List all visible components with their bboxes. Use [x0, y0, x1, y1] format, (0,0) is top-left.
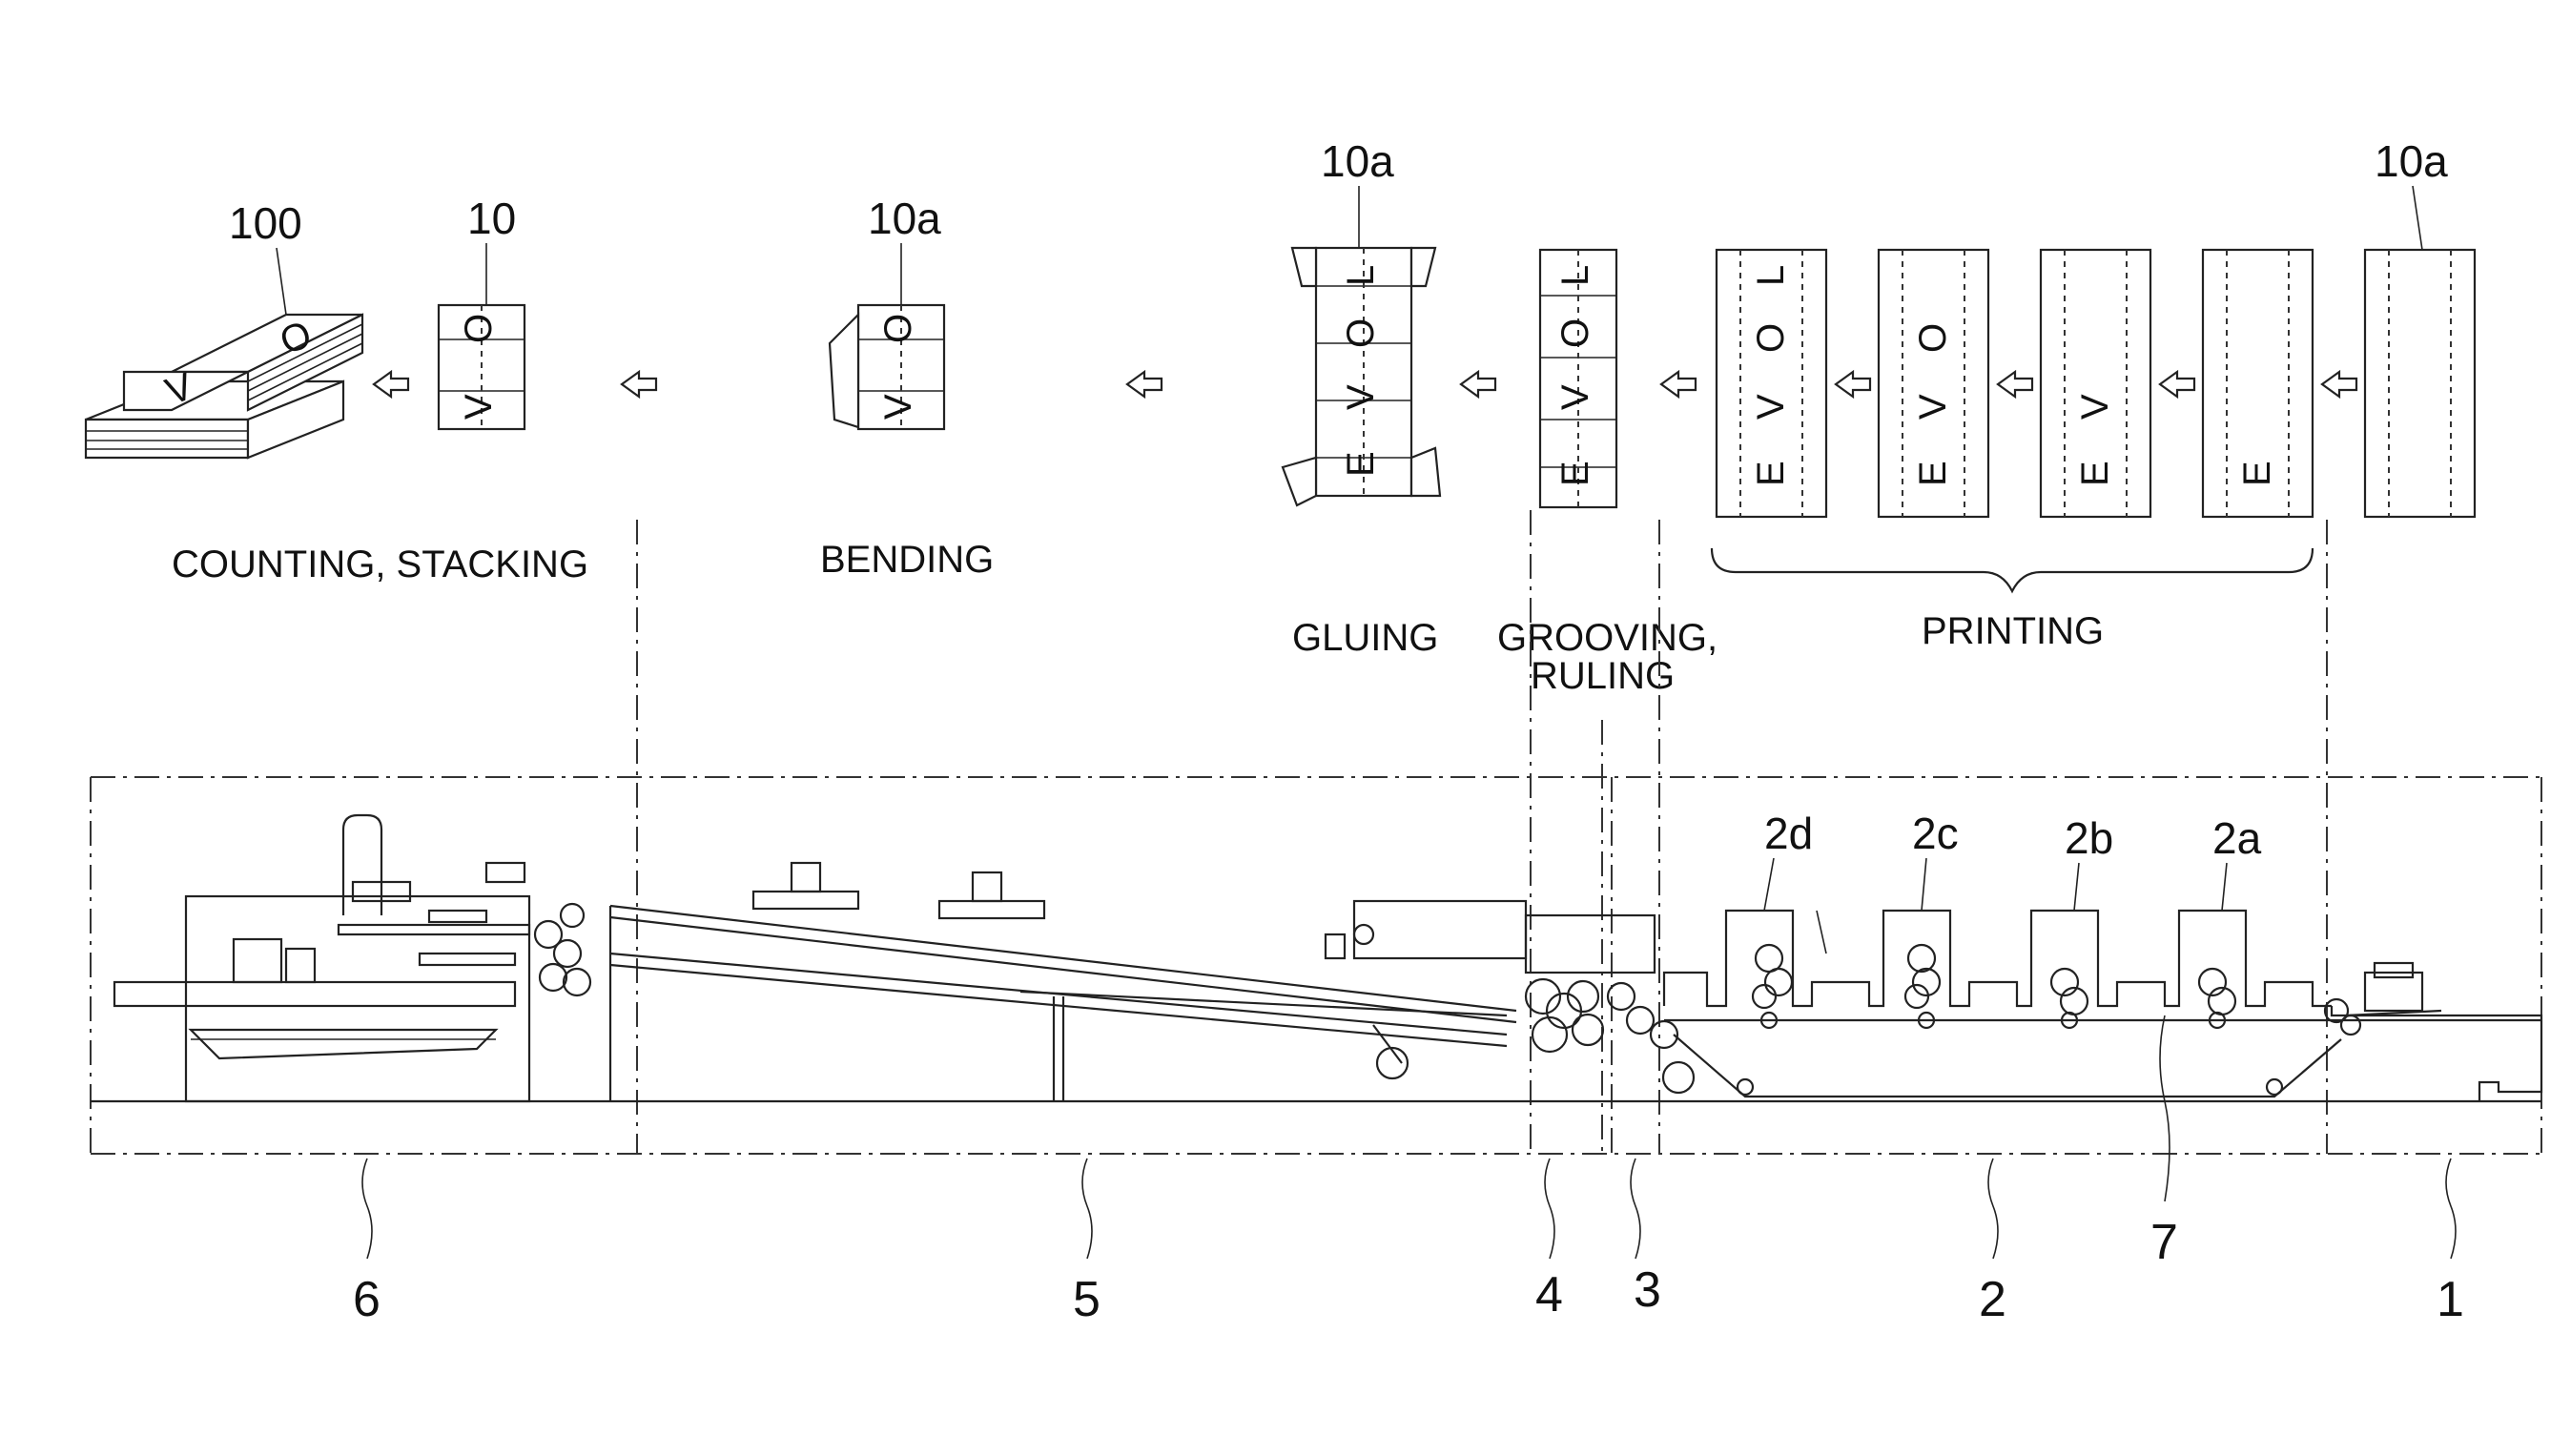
flow-arrow-6: [1836, 372, 1870, 397]
stage-counting-stacking: COUNTING, STACKING: [172, 543, 588, 585]
flow-arrow-9: [2322, 372, 2356, 397]
stage-printing: PRINTING: [1922, 610, 2104, 652]
svg-text:E: E: [1912, 461, 1954, 486]
svg-text:E: E: [1340, 451, 1382, 477]
gluing-blank: L O V E: [1283, 248, 1440, 505]
ref-4: 4: [1535, 1267, 1563, 1323]
printed-blank-1: E: [2203, 250, 2313, 517]
stage-gluing: GLUING: [1292, 617, 1438, 659]
stack-label: 100: [229, 198, 302, 248]
flow-arrow-2: [622, 372, 656, 397]
svg-text:L: L: [1554, 265, 1596, 286]
bent-label: 10a: [868, 194, 941, 243]
folder-section: [610, 863, 1526, 1101]
svg-text:V: V: [458, 394, 500, 420]
svg-text:E: E: [1554, 461, 1596, 486]
svg-text:L: L: [1340, 265, 1382, 286]
svg-text:O: O: [1912, 323, 1954, 353]
feeder-section: [2325, 963, 2541, 1101]
flow-arrow-7: [1998, 372, 2032, 397]
grooved-blank: L O V E: [1540, 250, 1616, 507]
stage-bending: BENDING: [820, 539, 994, 581]
printing-brace: [1712, 548, 2313, 591]
printed-blank-2: V E: [2041, 250, 2150, 517]
ref-1: 1: [2437, 1272, 2464, 1327]
flow-arrow-3: [1127, 372, 1162, 397]
flow-arrow-1: [374, 372, 408, 397]
glued-label: 10a: [1321, 136, 1394, 186]
svg-text:V: V: [2074, 394, 2116, 420]
section-leaders: [362, 1015, 2456, 1259]
roller-section: [1526, 915, 1694, 1093]
stage-ruling: RULING: [1531, 655, 1675, 697]
ref-7: 7: [2150, 1215, 2178, 1270]
svg-text:E: E: [2074, 461, 2116, 486]
svg-text:O: O: [877, 314, 919, 343]
flow-arrow-4: [1461, 372, 1495, 397]
svg-text:O: O: [1750, 323, 1792, 353]
printed-blank-3: O V E: [1879, 250, 1988, 517]
svg-text:L: L: [1750, 265, 1792, 286]
unprinted-blank: [2365, 250, 2475, 517]
svg-text:V: V: [877, 394, 919, 420]
print-unit-2b: 2b: [2065, 813, 2113, 863]
flow-arrow-8: [2160, 372, 2194, 397]
folded-box: O V: [439, 305, 524, 429]
stacker-section: [114, 815, 590, 1101]
print-unit-2a: 2a: [2212, 813, 2262, 863]
svg-text:O: O: [1340, 318, 1382, 348]
ref-6: 6: [353, 1272, 381, 1327]
ref-3: 3: [1634, 1262, 1661, 1318]
svg-text:V: V: [1340, 384, 1382, 410]
svg-text:E: E: [2236, 461, 2278, 486]
printed-blank-4: L O V E: [1717, 250, 1826, 517]
print-unit-2c: 2c: [1912, 809, 1959, 858]
svg-text:V: V: [1912, 394, 1954, 420]
bending-blank: O V: [830, 305, 944, 429]
ref-2: 2: [1979, 1272, 2006, 1327]
flow-arrow-5: [1661, 372, 1696, 397]
stacked-boxes: O V: [86, 313, 362, 458]
printer-section: [1664, 911, 2541, 1097]
print-unit-2d: 2d: [1764, 809, 1813, 858]
ref-5: 5: [1073, 1272, 1100, 1327]
svg-text:E: E: [1750, 461, 1792, 486]
box-label: 10: [467, 194, 516, 243]
svg-text:O: O: [458, 314, 500, 343]
svg-text:V: V: [1554, 384, 1596, 410]
svg-text:O: O: [1554, 318, 1596, 348]
svg-text:V: V: [1750, 394, 1792, 420]
blank-label: 10a: [2375, 136, 2448, 186]
